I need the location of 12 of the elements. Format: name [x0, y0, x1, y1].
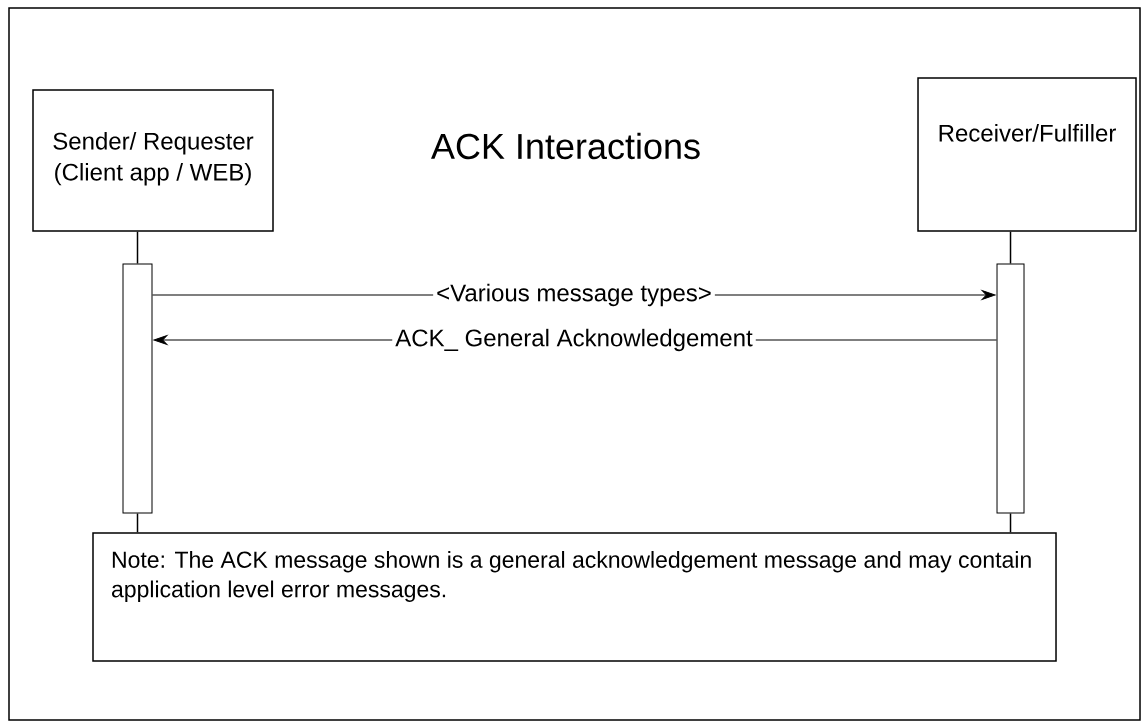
activation-bar — [122, 263, 153, 514]
note-box: Note: The ACK message shown is a general acknowledgement message and may contain application level error messages. — [92, 532, 1057, 662]
participant-box: Sender/ Requester (Client app / WEB) — [32, 89, 274, 232]
edge-label: <Various message types> — [433, 280, 715, 310]
lifeline — [136, 512, 139, 533]
lifeline — [1009, 231, 1012, 265]
lifeline — [136, 231, 139, 265]
lifeline — [1009, 512, 1012, 533]
edge-label: ACK_ General Acknowledgement — [392, 325, 756, 355]
activation-bar — [996, 263, 1025, 514]
title: ACK Interactions — [431, 132, 700, 160]
participant-box: Receiver/Fulfiller — [917, 77, 1137, 232]
